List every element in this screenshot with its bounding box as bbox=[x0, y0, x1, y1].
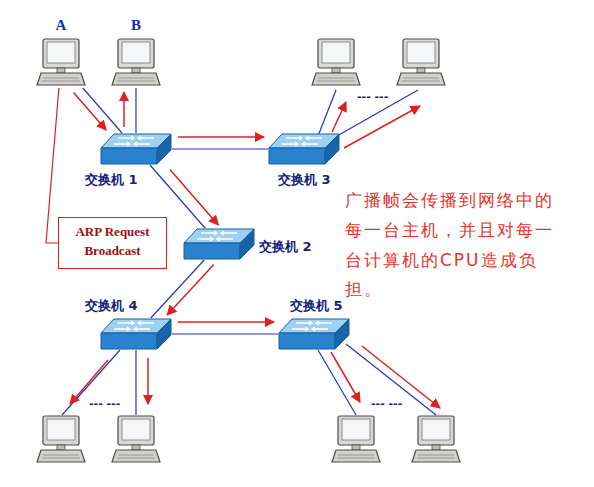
ellipsis-label: --- --- bbox=[356, 90, 389, 103]
broadcast-arrow bbox=[123, 92, 125, 127]
broadcast-arrow bbox=[344, 106, 420, 148]
computer-icon bbox=[112, 416, 160, 462]
switch-node: 交换机 2 bbox=[183, 228, 255, 260]
link-line bbox=[318, 350, 356, 415]
broadcast-arrow bbox=[331, 352, 360, 402]
link-line bbox=[172, 333, 278, 334]
broadcast-arrow bbox=[147, 358, 149, 404]
leader-line bbox=[46, 88, 59, 243]
broadcast-arrow bbox=[178, 321, 274, 323]
switch-label: 交换机 3 bbox=[278, 171, 331, 189]
computer-icon bbox=[412, 416, 460, 462]
switch-icon bbox=[268, 133, 340, 165]
computer-icon bbox=[110, 38, 162, 88]
switch-icon bbox=[183, 228, 255, 260]
computer-icon bbox=[397, 39, 445, 85]
host-label: A bbox=[35, 17, 87, 34]
computer-icon bbox=[312, 39, 360, 85]
broadcast-arrow bbox=[74, 93, 107, 131]
link-line bbox=[135, 350, 136, 415]
switch-node: 交换机 4 bbox=[100, 318, 172, 350]
switch-label: 交换机 1 bbox=[85, 171, 138, 189]
broadcast-arrow bbox=[332, 102, 346, 132]
switch-icon bbox=[278, 318, 350, 350]
switch-label: 交换机 4 bbox=[85, 297, 138, 315]
computer-icon bbox=[332, 416, 380, 462]
switch-node: 交换机 3 bbox=[268, 133, 340, 165]
link-line bbox=[346, 344, 436, 415]
broadcast-arrow bbox=[178, 136, 264, 138]
broadcast-arrow bbox=[167, 264, 214, 315]
broadcast-arrow bbox=[170, 170, 218, 226]
callout-box: ARP Request Broadcast bbox=[58, 217, 167, 269]
switch-label: 交换机 2 bbox=[259, 238, 312, 256]
switch-label: 交换机 5 bbox=[290, 297, 343, 315]
callout-text: ARP Request Broadcast bbox=[65, 223, 160, 261]
host-label: B bbox=[110, 17, 162, 34]
switch-icon bbox=[100, 318, 172, 350]
ellipsis-label: --- --- bbox=[88, 397, 121, 410]
computer-node: A bbox=[35, 38, 87, 88]
switch-node: 交换机 1 bbox=[100, 133, 172, 165]
link-line bbox=[172, 148, 268, 149]
computer-icon bbox=[37, 416, 85, 462]
note-text: 广播帧会传播到网络中的每一台主机，并且对每一台计算机的CPU造成负担。 bbox=[345, 186, 570, 305]
switch-icon bbox=[100, 133, 172, 165]
switch-node: 交换机 5 bbox=[278, 318, 350, 350]
computer-icon bbox=[35, 38, 87, 88]
ellipsis-label: --- --- bbox=[370, 397, 403, 410]
computer-node: B bbox=[110, 38, 162, 88]
link-line bbox=[135, 88, 136, 133]
